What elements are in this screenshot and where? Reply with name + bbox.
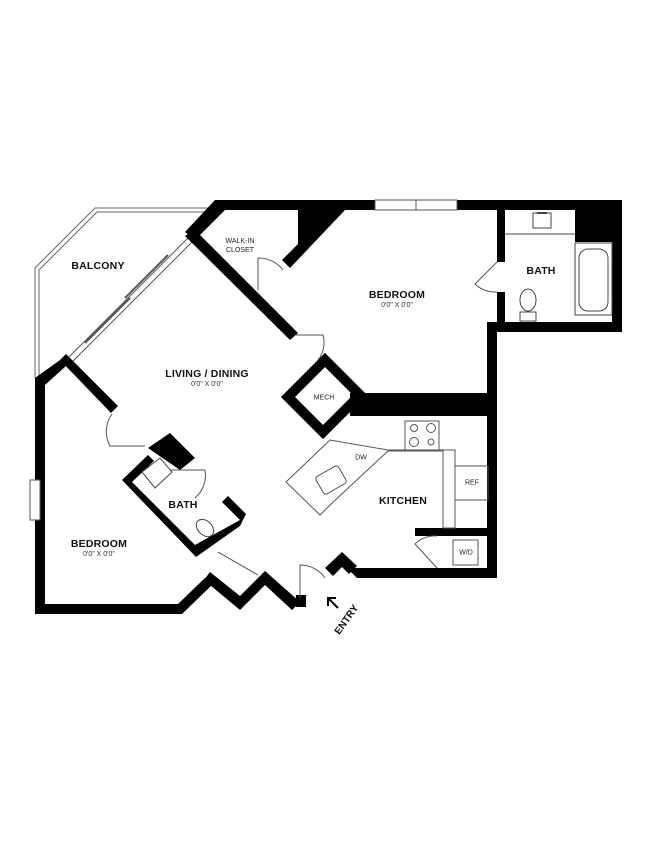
room-living-dining: LIVING / DINING 0'0" X 0'0" xyxy=(165,368,249,388)
room-label-walk-in-closet: WALK-IN CLOSET xyxy=(226,237,255,255)
room-dimensions-living-dining: 0'0" X 0'0" xyxy=(191,381,223,388)
entry-arrow xyxy=(327,597,339,609)
doors xyxy=(105,257,498,598)
walls xyxy=(29,199,622,614)
room-bedroom-1: BEDROOM 0'0" X 0'0" xyxy=(369,289,425,309)
room-label-bath-2: BATH xyxy=(168,499,198,511)
balcony-outline xyxy=(34,207,210,378)
kitchen-fixtures xyxy=(285,420,489,566)
room-label-mech: MECH xyxy=(313,394,335,402)
walk-in-label-line2: CLOSET xyxy=(225,247,255,254)
room-label-living-dining: LIVING / DINING xyxy=(165,368,249,380)
room-label-bath-1: BATH xyxy=(526,265,556,277)
bath1-fixtures xyxy=(505,212,613,322)
room-dimensions-bedroom-1: 0'0" X 0'0" xyxy=(381,302,413,309)
room-label-bedroom-2: BEDROOM xyxy=(70,538,128,550)
bath2-fixtures xyxy=(141,457,259,576)
walk-in-label-line1: WALK-IN xyxy=(225,238,255,245)
fixture-label-dishwasher: DW xyxy=(355,454,367,462)
room-label-kitchen: KITCHEN xyxy=(378,495,428,507)
sliding-door xyxy=(61,237,194,368)
room-bedroom-2: BEDROOM 0'0" X 0'0" xyxy=(71,538,127,558)
room-dimensions-bedroom-2: 0'0" X 0'0" xyxy=(83,551,115,558)
room-label-balcony: BALCONY xyxy=(71,260,125,272)
fixture-label-refrigerator: REF xyxy=(465,479,479,487)
fixture-label-washer-dryer: W/D xyxy=(459,549,473,557)
room-label-bedroom-1: BEDROOM xyxy=(368,289,426,301)
